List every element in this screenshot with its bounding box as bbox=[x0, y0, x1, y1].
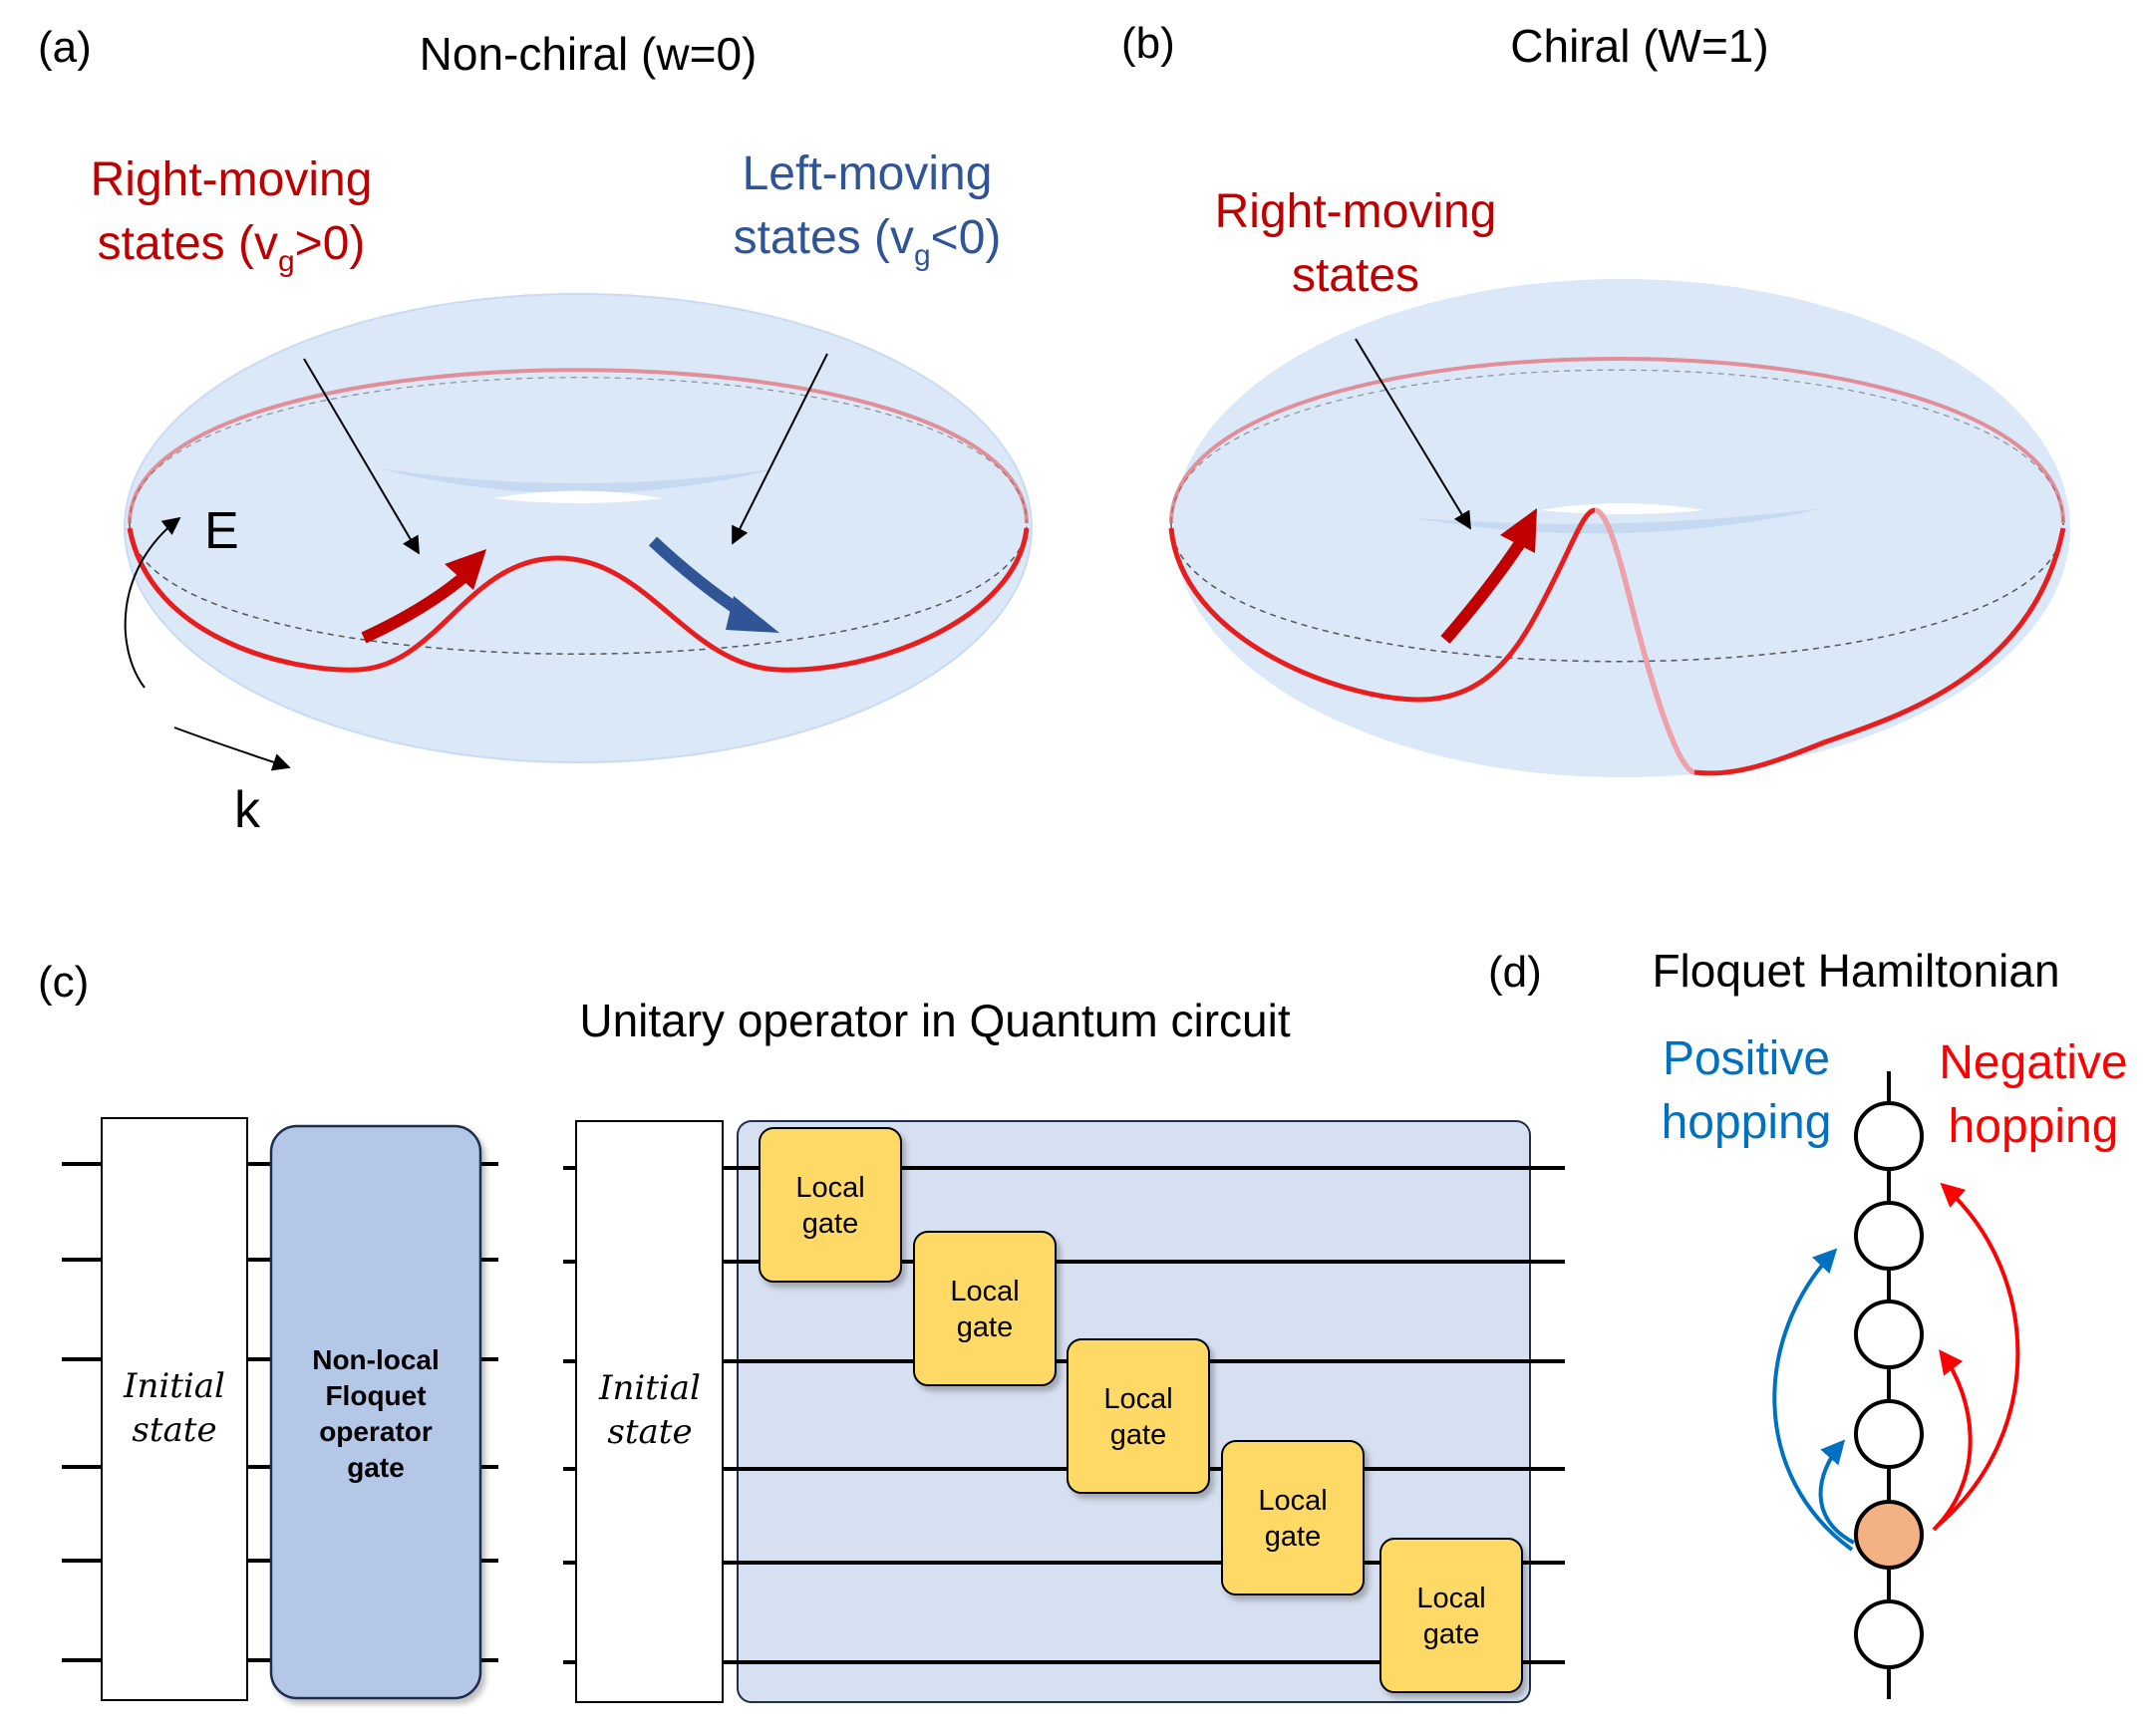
chain-site-6 bbox=[1854, 1599, 1924, 1669]
left-moving-label-a-2: states (vg<0) bbox=[734, 211, 1002, 272]
positive-hop-short bbox=[1818, 1439, 1855, 1545]
right-moving-label-b: Right-moving bbox=[1215, 185, 1497, 238]
axis-k-arrow bbox=[173, 726, 291, 771]
panel-b-title: Chiral (W=1) bbox=[1510, 20, 1768, 72]
local-gate-3-label: Local bbox=[1103, 1383, 1172, 1415]
right-moving-arrow-a bbox=[361, 568, 472, 644]
panel-c: (c) Unitary operator in Quantum circuit … bbox=[38, 958, 1565, 1703]
left-moving-label-a: Left-moving bbox=[743, 147, 993, 200]
initial-state-label-right-2: state bbox=[607, 1412, 692, 1452]
initial-state-box-left bbox=[101, 1117, 248, 1701]
local-gate-3-label-2: gate bbox=[1110, 1419, 1166, 1451]
nonlocal-gate-line-2: Floquet bbox=[325, 1380, 426, 1411]
torus-a bbox=[124, 293, 1033, 763]
local-gate-4-label-2: gate bbox=[1265, 1521, 1321, 1553]
negative-hop-short bbox=[1932, 1349, 1973, 1532]
panel-d-tag: (d) bbox=[1488, 948, 1542, 997]
local-gate-5: Local gate bbox=[1379, 1538, 1523, 1693]
pointer-right-a bbox=[303, 358, 420, 555]
panel-c-title: Unitary operator in Quantum circuit bbox=[579, 995, 1291, 1046]
dispersion-curve-a bbox=[127, 527, 1030, 673]
axis-e-arrow bbox=[124, 516, 181, 689]
left-circuit-wires bbox=[62, 1162, 498, 1662]
nonlocal-gate-line-4: gate bbox=[347, 1452, 405, 1483]
right-moving-label-b-2: states bbox=[1292, 249, 1419, 302]
panel-c-tag: (c) bbox=[38, 958, 89, 1007]
local-gate-4: Local gate bbox=[1221, 1440, 1365, 1595]
axis-k-label: k bbox=[234, 781, 261, 839]
nonlocal-gate-line-1: Non-local bbox=[312, 1344, 440, 1375]
torus-b bbox=[1169, 279, 2070, 777]
local-gate-1-label: Local bbox=[795, 1172, 864, 1204]
chain-site-1 bbox=[1854, 1101, 1924, 1171]
local-gate-2-label-2: gate bbox=[957, 1311, 1013, 1343]
panel-d: (d) Floquet Hamiltonian Positive hopping… bbox=[1488, 945, 2128, 1699]
right-moving-label-a: Right-moving bbox=[91, 153, 373, 206]
negative-hopping-label: Negative bbox=[1939, 1036, 2127, 1089]
panel-a-tag: (a) bbox=[38, 23, 92, 72]
chain-site-4 bbox=[1854, 1399, 1924, 1469]
nonlocal-gate-line-3: operator bbox=[319, 1416, 433, 1447]
pointer-right-b bbox=[1355, 338, 1471, 530]
initial-state-label-left-2: state bbox=[132, 1410, 216, 1450]
panel-d-title: Floquet Hamiltonian bbox=[1652, 945, 2059, 997]
positive-hopping-label: Positive bbox=[1663, 1032, 1830, 1085]
positive-hopping-label-2: hopping bbox=[1662, 1096, 1832, 1149]
initial-state-box-right bbox=[575, 1120, 724, 1703]
nonlocal-floquet-gate bbox=[269, 1124, 482, 1700]
local-gate-3: Local gate bbox=[1067, 1338, 1210, 1494]
local-gate-2: Local gate bbox=[913, 1231, 1057, 1386]
local-gate-5-label: Local bbox=[1416, 1583, 1485, 1614]
panel-a: (a) Non-chiral (w=0) Right-moving states… bbox=[38, 23, 1033, 839]
pointer-left-a bbox=[732, 353, 828, 545]
chain-site-2 bbox=[1854, 1201, 1924, 1271]
local-gate-4-label: Local bbox=[1258, 1485, 1327, 1517]
axis-e-label: E bbox=[204, 502, 239, 560]
positive-hop-long bbox=[1772, 1248, 1854, 1552]
panel-a-title: Non-chiral (w=0) bbox=[420, 28, 758, 80]
initial-state-label-left: Initial bbox=[123, 1366, 225, 1406]
panel-b: (b) Chiral (W=1) Right-moving states bbox=[1121, 19, 2070, 777]
negative-hop-long bbox=[1937, 1182, 2020, 1527]
right-moving-label-a-2: states (vg>0) bbox=[98, 217, 366, 278]
initial-state-label-right: Initial bbox=[598, 1368, 701, 1408]
panel-b-tag: (b) bbox=[1121, 19, 1175, 68]
local-gate-1-label-2: gate bbox=[802, 1208, 858, 1240]
local-gate-2-label: Local bbox=[950, 1276, 1019, 1307]
chain-site-3 bbox=[1854, 1300, 1924, 1369]
chain-site-origin bbox=[1854, 1500, 1924, 1570]
negative-hopping-label-2: hopping bbox=[1949, 1100, 2119, 1153]
local-gate-1: Local gate bbox=[759, 1127, 902, 1283]
right-moving-arrow-b bbox=[1440, 539, 1525, 644]
local-gate-5-label-2: gate bbox=[1423, 1618, 1479, 1650]
